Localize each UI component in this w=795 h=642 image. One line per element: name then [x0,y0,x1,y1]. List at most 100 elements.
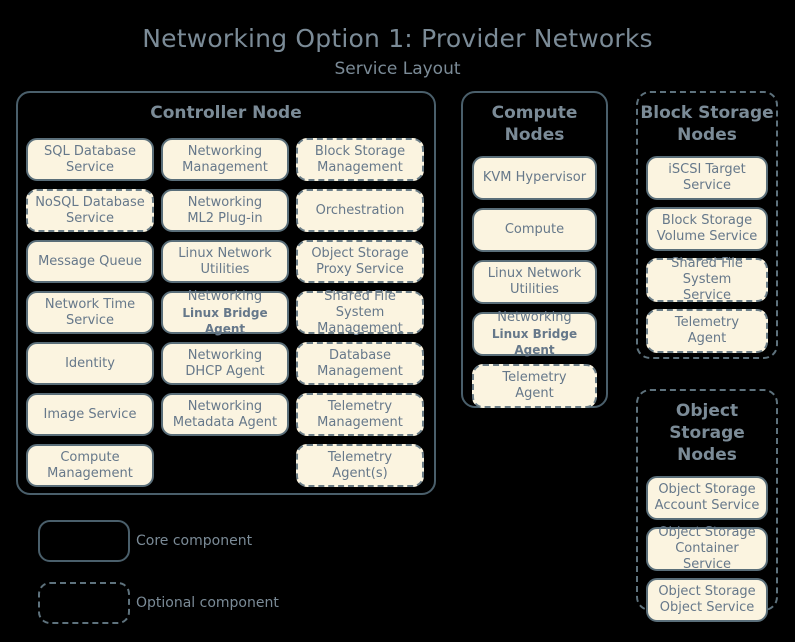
component-label-line2: Management [317,320,403,336]
component-label-line2: Management [182,159,268,175]
component-label-line1: Object Storage [658,584,756,599]
component-label-line2: Utilities [510,282,559,297]
component-label-line2: Service [682,288,732,303]
component-label-line2: Service [65,159,115,175]
component-label-line2: Management [47,465,133,481]
component-label-line2: Account Service [654,498,760,513]
component-label-line1: Linux Network [178,245,272,261]
component-label-line2: Management [317,414,403,430]
component-label-line1: Networking [497,310,572,325]
component-label-line2: Metadata Agent [172,414,278,430]
component-label-line2: Management [317,159,403,175]
component-label-line1: Shared File System [324,288,396,320]
component-label-line1: Telemetry [327,449,393,465]
legend-core-label: Core component [136,533,253,549]
group-object-storage-nodes-title-line2: Storage Nodes [669,423,745,465]
page-title: Networking Option 1: Provider Networks [142,24,653,53]
component-label-line2: Agent(s) [332,465,388,481]
component-label-line1: Telemetry [327,398,393,414]
component-label-line1: Telemetry [502,370,567,385]
component-orchestration[interactable]: Orchestration [296,189,424,232]
component-compute-compute[interactable]: Compute [472,208,597,252]
group-object-storage-nodes-title: Object Storage Nodes [638,391,776,470]
component-label-line1: Telemetry [674,315,740,330]
component-label-line1: Linux Network [487,266,582,281]
component-label-line1: Object Storage [658,525,756,540]
component-label-line1: Object Storage [658,482,756,497]
component-label-line1: Orchestration [315,202,405,218]
component-label-line2: DHCP Agent [185,363,265,379]
component-compute-kvm-hypervisor[interactable]: KVM Hypervisor [472,156,597,200]
component-label-line2: Service [65,312,115,328]
component-label-line2: Linux Bridge Agent [182,305,268,336]
component-label-line2: Proxy Service [316,261,404,277]
legend-optional-swatch [38,582,130,624]
component-label-line1: Networking [187,288,263,304]
component-label-line1: Networking [187,194,263,210]
component-label-line1: Block Storage [661,213,753,228]
group-block-storage-nodes-title: Block Storage Nodes [638,93,776,150]
component-label-line1: Networking [187,398,263,414]
component-label-line1: Block Storage [314,143,406,159]
group-compute-nodes-title: Compute Nodes [463,93,606,150]
component-label-line1: Image Service [43,406,137,422]
component-identity[interactable]: Identity [26,342,154,385]
component-label-line1: Database [328,347,392,363]
group-block-storage-nodes-title-line1: Block Storage [640,103,774,123]
component-label-line2: Service [65,210,115,226]
component-label-line1: Networking [187,143,263,159]
component-label-line1: Compute [60,449,120,465]
component-label-line1: Message Queue [38,253,142,269]
group-compute-nodes-title-line1: Compute [491,103,578,123]
legend-core-swatch [38,520,130,562]
component-image-service[interactable]: Image Service [26,393,154,436]
group-compute-nodes-title-line2: Nodes [504,125,565,145]
component-message-queue[interactable]: Message Queue [26,240,154,283]
group-controller-node-title: Controller Node [150,103,302,123]
legend-optional-label: Optional component [136,595,279,611]
group-block-storage-nodes-title-line2: Nodes [677,125,737,145]
component-label-line1: Object Storage [311,245,409,261]
component-label-line2: Volume Service [656,229,758,244]
component-label-line1: iSCSI Target [668,162,746,177]
component-label-line2: ML2 Plug-in [187,210,263,226]
component-label-line1: Shared File System [671,256,743,287]
component-label-line2: Object Service [659,600,755,615]
component-label-line2: Agent [515,386,554,401]
component-label-line1: KVM Hypervisor [482,170,587,185]
component-label-line2: Linux Bridge Agent [491,327,578,357]
page-subtitle: Service Layout [334,59,461,79]
component-label-line2: Agent [687,331,727,346]
